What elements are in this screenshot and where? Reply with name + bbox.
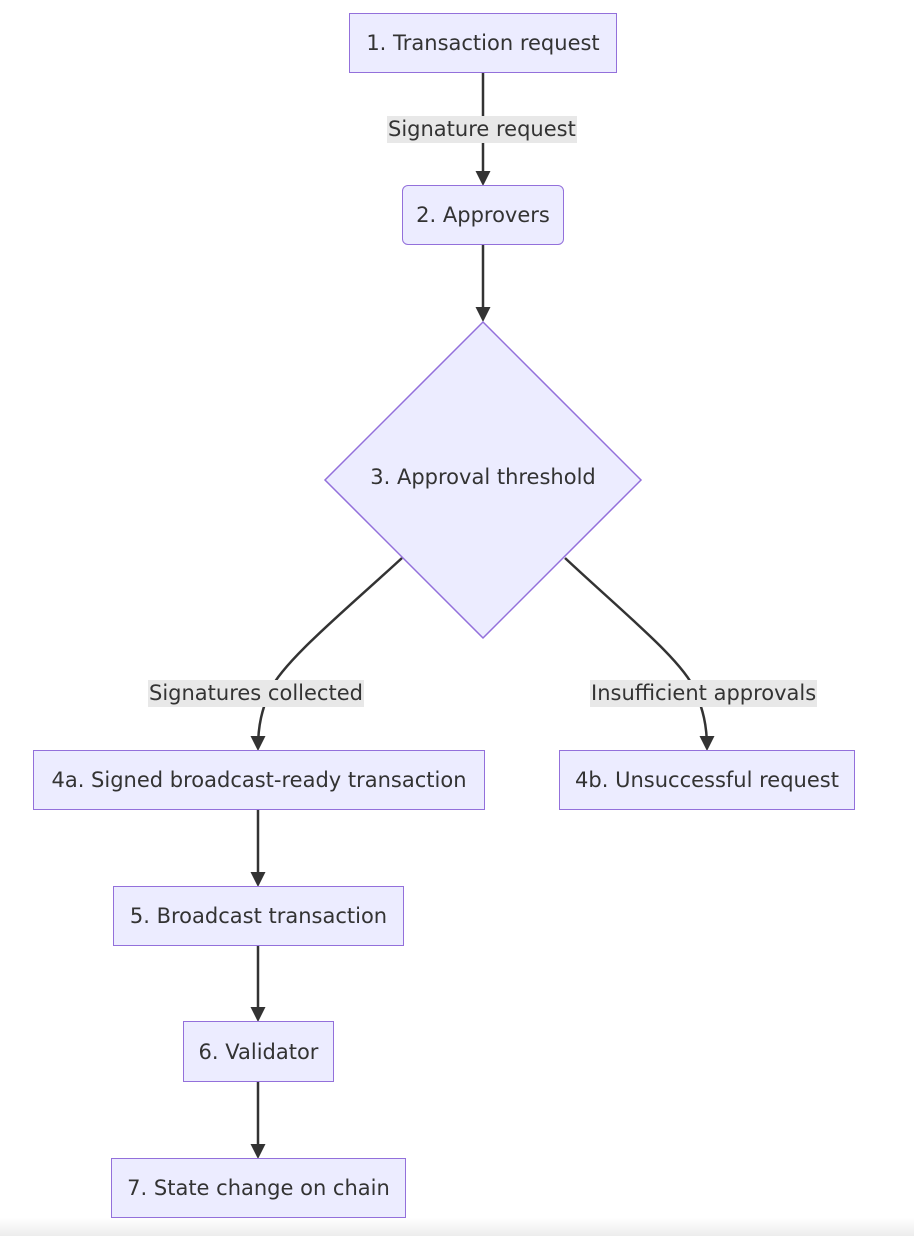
decision-label: 3. Approval threshold	[370, 465, 596, 489]
bottom-shadow	[0, 1218, 914, 1236]
node-signed-broadcast-ready-transaction: 4a. Signed broadcast-ready transaction	[33, 750, 485, 810]
node-label: 4b. Unsuccessful request	[575, 768, 839, 792]
edge-label-signatures-collected: Signatures collected	[148, 680, 364, 707]
node-broadcast-transaction: 5. Broadcast transaction	[113, 886, 404, 946]
node-state-change-on-chain: 7. State change on chain	[111, 1158, 406, 1218]
node-approvers: 2. Approvers	[402, 185, 564, 245]
edge-3-to-4a	[250, 557, 403, 751]
node-label: 6. Validator	[198, 1039, 319, 1064]
node-validator: 6. Validator	[183, 1021, 334, 1082]
decision-diamond	[323, 320, 643, 640]
node-label: 7. State change on chain	[127, 1176, 390, 1200]
node-unsuccessful-request: 4b. Unsuccessful request	[559, 750, 855, 810]
node-label: 2. Approvers	[416, 203, 550, 227]
edge-label-signature-request: Signature request	[387, 116, 577, 143]
node-label: 5. Broadcast transaction	[129, 904, 388, 928]
edge-3-to-4b	[564, 557, 715, 751]
node-transaction-request: 1. Transaction request	[349, 13, 617, 73]
node-label: 4a. Signed broadcast-ready transaction	[51, 768, 467, 792]
edge-label-insufficient-approvals: Insufficient approvals	[590, 680, 818, 707]
node-label: 1. Transaction request	[366, 31, 600, 55]
